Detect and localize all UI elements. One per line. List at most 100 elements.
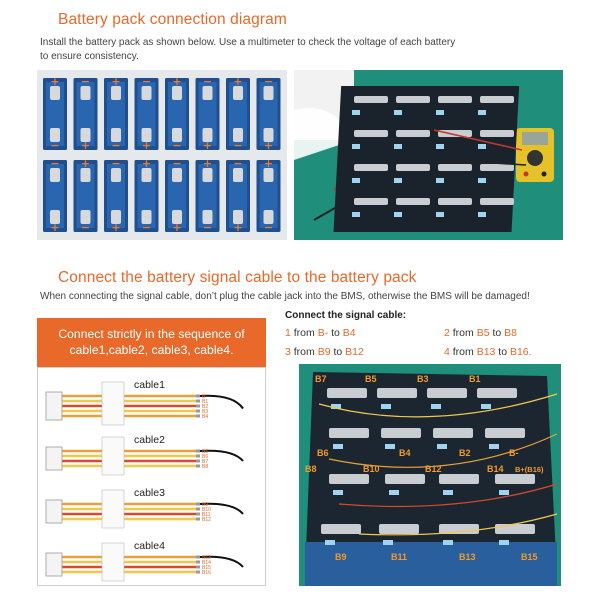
terminal-sign: + [233, 75, 242, 88]
vent [436, 110, 444, 115]
sequence-line1: Connect strictly in the sequence of [58, 327, 245, 341]
busbar [438, 198, 472, 205]
battery-cell: −+ [104, 157, 128, 234]
terminal-sign: − [233, 157, 242, 170]
cable-tag [101, 381, 125, 426]
cell-label-bottom: B13 [459, 552, 476, 562]
pin-label: B7 [202, 459, 208, 465]
battery-cell: +− [104, 75, 128, 152]
terminal-sign: − [203, 75, 212, 88]
terminal-sign: − [111, 139, 120, 152]
black-lead [199, 502, 244, 515]
cell-label-row3: B10 [363, 464, 380, 474]
vent [489, 444, 499, 449]
terminal-sign: − [81, 221, 90, 234]
vent [394, 178, 402, 183]
connector [45, 391, 63, 421]
terminal-sign: + [172, 75, 181, 88]
busbar [385, 474, 425, 484]
terminal-sign: + [50, 221, 59, 234]
terminal-sign: − [264, 75, 273, 88]
busbar [354, 96, 388, 103]
signal-wire [318, 393, 558, 418]
battery-pack [305, 372, 557, 576]
lug [196, 399, 200, 403]
terminal-sign: − [111, 157, 120, 170]
terminal-sign: + [203, 139, 212, 152]
vent [478, 212, 486, 217]
lug [196, 394, 200, 398]
busbar [329, 474, 369, 484]
probe-lead-red [433, 129, 523, 151]
vent [389, 490, 399, 495]
busbar [438, 164, 472, 171]
black-lead [199, 449, 244, 462]
section1-desc-line2: to ensure consistency. [40, 50, 139, 62]
battery-cell: +− [43, 75, 67, 152]
vent [431, 404, 441, 409]
black-lead [199, 394, 244, 410]
signal-wire [358, 513, 558, 536]
lug [196, 555, 200, 559]
cell-label-row2: B6 [317, 448, 329, 458]
terminal-sign: + [203, 157, 212, 170]
pin-label: B4 [202, 414, 208, 420]
terminal-sign: + [142, 139, 151, 152]
black-lead [199, 555, 244, 568]
vent [352, 110, 360, 115]
pin-label: B13 [202, 555, 211, 561]
battery-cell: −+ [256, 75, 281, 152]
connector [45, 499, 63, 524]
battery-cell: +− [256, 157, 281, 234]
busbar [433, 428, 473, 438]
busbar [396, 198, 430, 205]
terminal-sign: + [50, 75, 59, 88]
battery-cell: −+ [73, 75, 98, 152]
vent [443, 490, 453, 495]
busbar [480, 130, 514, 137]
busbar [321, 524, 361, 534]
connector [45, 446, 63, 471]
pin-label: B- [202, 394, 207, 400]
lug [196, 409, 200, 413]
busbar [381, 428, 421, 438]
terminal-sign: + [264, 139, 273, 152]
vent [481, 404, 491, 409]
busbar [485, 428, 525, 438]
cell-label-row3: B+(B16) [515, 465, 544, 474]
terminal-sign: − [264, 221, 273, 234]
busbar [495, 474, 535, 484]
cell-label-row3: B8 [305, 464, 317, 474]
pin-label: B5 [202, 449, 208, 455]
busbar [438, 96, 472, 103]
cell-label-row2: B2 [459, 448, 471, 458]
pin-label: B10 [202, 507, 211, 513]
cable-tag [101, 436, 125, 476]
pin-label: B16 [202, 570, 211, 576]
battery-cell: −+ [43, 157, 67, 234]
cell-label-row3: B14 [487, 464, 504, 474]
battery-pack [333, 86, 520, 232]
vent [352, 178, 360, 183]
battery-cell: +− [226, 75, 250, 152]
lug [196, 570, 200, 574]
vent [394, 144, 402, 149]
lug [196, 507, 200, 511]
assembled-pack-multimeter-photo [294, 70, 563, 240]
busbar [354, 164, 388, 171]
cell-label-top: B7 [315, 374, 327, 384]
battery-cell: +− [195, 157, 220, 234]
vent [385, 444, 395, 449]
pin-label: B8 [202, 464, 208, 470]
busbar [329, 428, 369, 438]
connect-step-2: 2 from B5 to B8 [444, 327, 517, 339]
cell-label-bottom: B11 [391, 552, 407, 562]
terminal-sign: − [142, 75, 151, 88]
terminal-sign: − [233, 139, 242, 152]
terminal-sign: − [172, 157, 181, 170]
vent [394, 110, 402, 115]
